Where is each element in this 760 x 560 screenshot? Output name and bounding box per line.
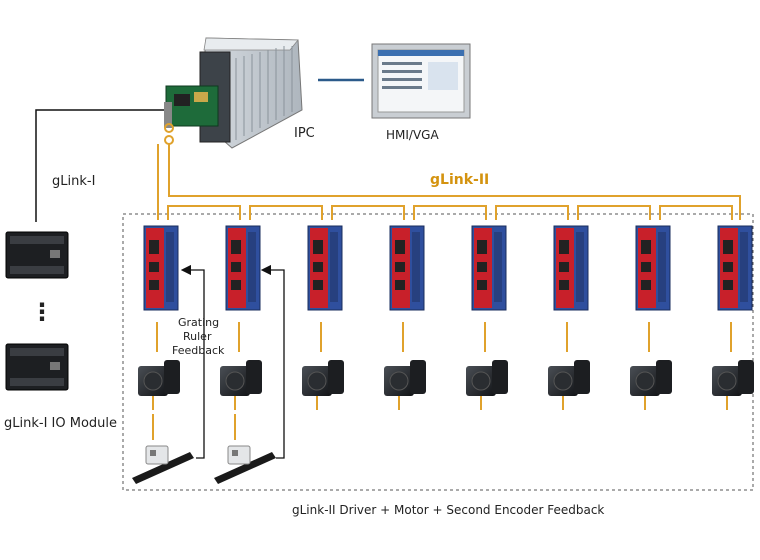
servo-driver — [553, 225, 589, 311]
io-module-top — [5, 231, 69, 279]
servo-motor — [220, 360, 262, 410]
glink1-cable — [35, 109, 164, 222]
servo-motor — [466, 360, 508, 410]
feedback-arrow-1 — [180, 264, 205, 459]
glink2-label: gLink-II — [430, 172, 490, 188]
servo-driver — [307, 225, 343, 311]
ipc-computer — [199, 37, 303, 149]
glink1-label: gLink-I — [52, 174, 96, 189]
pci-card — [164, 85, 219, 128]
grating-ruler — [132, 445, 194, 484]
driver-group-box — [122, 213, 754, 491]
servo-driver — [389, 225, 425, 311]
hmi-label: HMI/VGA — [386, 128, 439, 142]
servo-driver — [225, 225, 261, 311]
diagram-caption: gLink-II Driver + Motor + Second Encoder… — [292, 503, 605, 517]
servo-motor — [384, 360, 426, 410]
feedback-arrow-2 — [260, 264, 285, 459]
chain-link — [413, 205, 487, 220]
io-module-dots: ⋮ — [30, 298, 54, 326]
chain-link — [577, 205, 651, 220]
servo-motor — [548, 360, 590, 410]
io-module-label: gLink-I IO Module — [4, 416, 118, 431]
grating-label-line2: Ruler — [183, 330, 212, 343]
servo-driver — [471, 225, 507, 311]
servo-motor — [712, 360, 754, 410]
servo-motor — [302, 360, 344, 410]
io-module-bottom — [5, 343, 69, 391]
driver-chain-links — [167, 205, 733, 220]
grating-label-line3: Feedback — [172, 344, 225, 357]
servo-motor — [138, 360, 180, 410]
chain-link — [167, 205, 241, 220]
grating-ruler — [214, 445, 276, 484]
chain-link — [249, 205, 323, 220]
servo-motor — [630, 360, 672, 410]
servo-driver — [143, 225, 179, 311]
chain-link — [659, 205, 733, 220]
chain-link — [331, 205, 405, 220]
grating-label-line1: Grating — [178, 316, 220, 329]
servo-driver — [635, 225, 671, 311]
glink2-cable — [157, 123, 741, 220]
servo-driver — [717, 225, 753, 311]
hmi-monitor — [371, 43, 471, 119]
ipc-label: IPC — [294, 126, 315, 141]
chain-link — [495, 205, 569, 220]
